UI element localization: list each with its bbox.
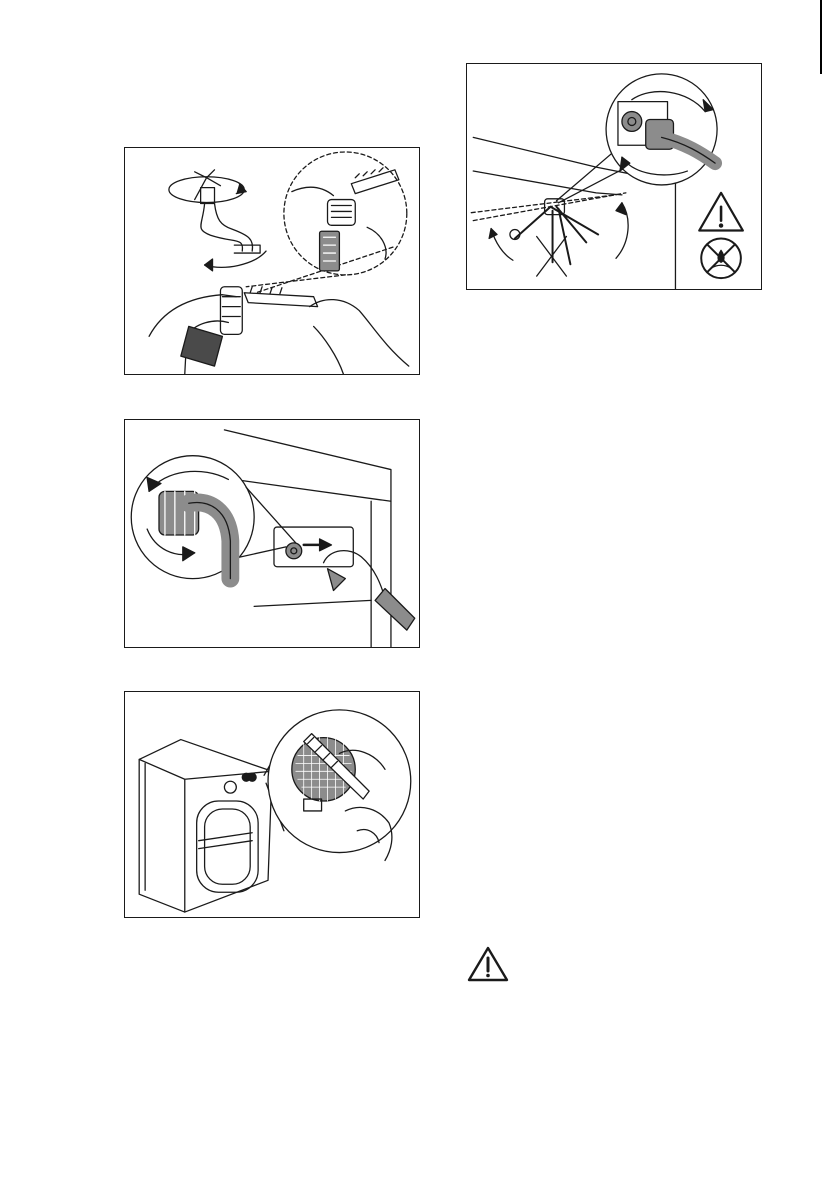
hand-icon [324, 551, 415, 631]
warning-triangle-icon [467, 946, 509, 982]
hose-angle-illustration [467, 64, 761, 289]
no-water-icon [701, 238, 741, 278]
hose-removal-illustration [125, 420, 419, 647]
rotate-arrow-icon [169, 177, 266, 271]
figure-valve-filter-brushing [124, 691, 420, 918]
warning-icon [699, 193, 743, 231]
valve-filter-icon [286, 543, 302, 559]
crop-mark [820, 0, 822, 74]
filter-brushing-illustration [125, 692, 419, 917]
brush-icon [351, 168, 399, 194]
figure-inlet-hose-removal [124, 419, 420, 648]
tap-icon [195, 170, 260, 253]
figure-tap-filter-cleaning [124, 147, 420, 375]
hose-filter-icon [320, 200, 356, 271]
washing-machine-icon [139, 740, 272, 912]
figure-hose-reinstall-angle [466, 63, 762, 290]
hands-icon [149, 287, 409, 374]
tap-filter-illustration [125, 148, 419, 374]
